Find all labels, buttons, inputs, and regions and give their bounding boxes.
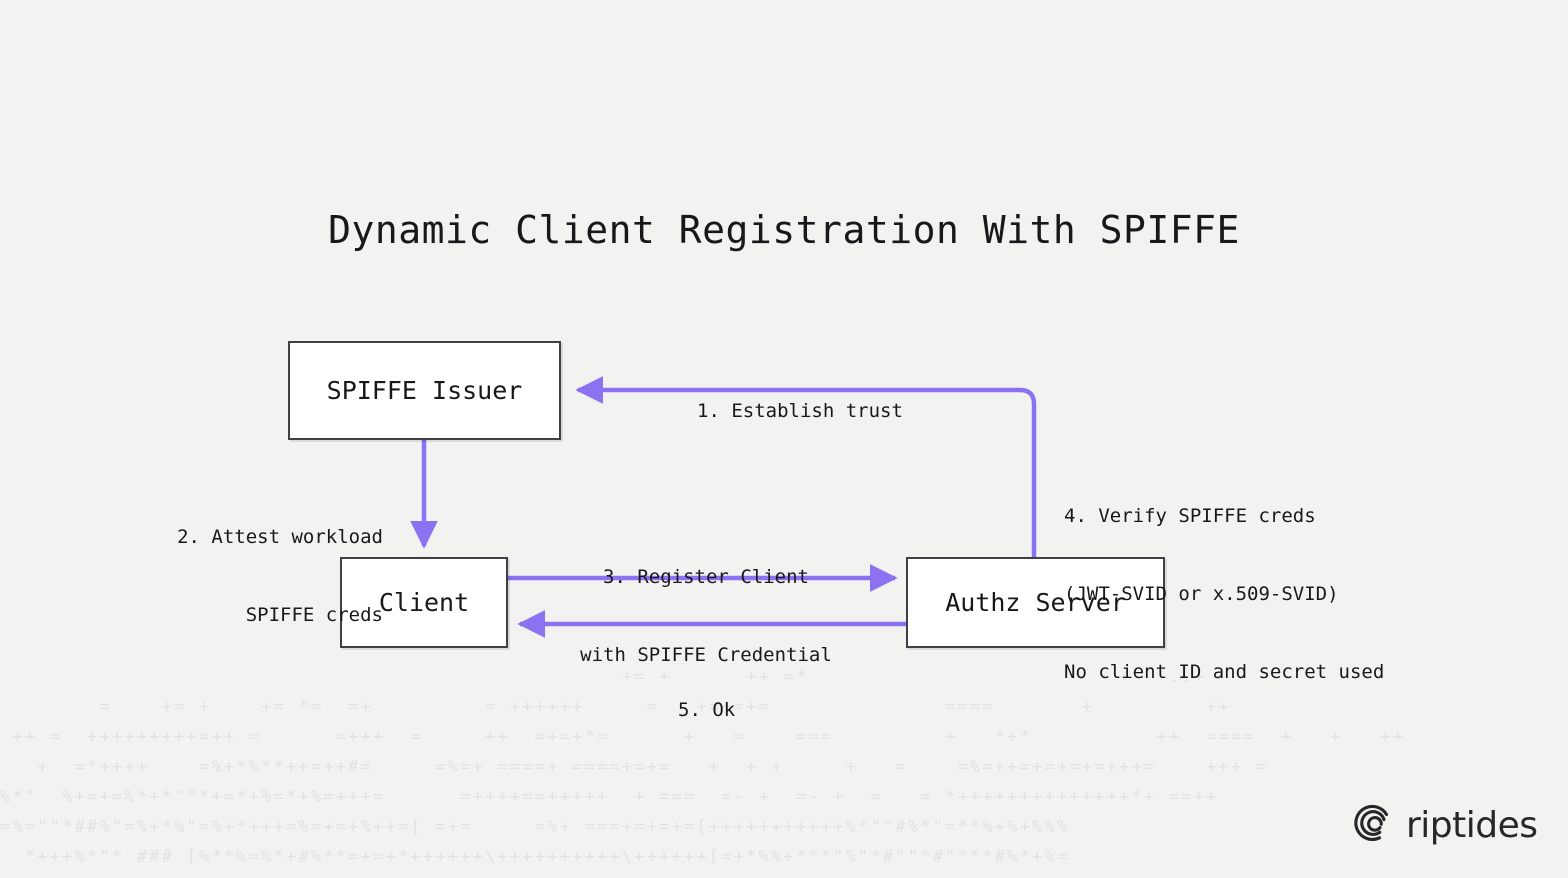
node-spiffe-issuer-label: SPIFFE Issuer: [326, 376, 523, 405]
node-spiffe-issuer[interactable]: SPIFFE Issuer: [288, 341, 561, 440]
edge-1-label: 1. Establish trust: [697, 346, 903, 476]
edge-4-label-line3: No client ID and secret used: [1064, 661, 1385, 683]
node-client[interactable]: Client: [340, 557, 508, 648]
page-title: Dynamic Client Registration With SPIFFE: [328, 208, 1240, 252]
node-authz-server-label: Authz Server: [945, 588, 1126, 617]
ascii-art-watermark: += + ++ =* + ..+ = += + += *= =+ = +++++…: [0, 667, 1406, 867]
riptides-spiral-icon: [1348, 800, 1394, 850]
edge-3-label-line2: with SPIFFE Credential: [580, 644, 832, 666]
edge-2-label-line2: SPIFFE creds: [245, 604, 383, 626]
brand-name: riptides: [1406, 804, 1538, 846]
edge-4-label: 4. Verify SPIFFE creds (JWT-SVID or x.50…: [1064, 451, 1384, 737]
brand-logo: riptides: [1348, 800, 1538, 850]
edge-5-label: 5. Ok: [678, 645, 735, 775]
edge-1-4-path: [575, 376, 1037, 557]
edge-1-label-line1: 1. Establish trust: [697, 400, 903, 422]
edge-3-label-line1: 3. Register Client: [603, 566, 809, 588]
edge-3-label: 3. Register Client with SPIFFE Credentia…: [570, 512, 842, 720]
edge-2-label-line1: 2. Attest workload: [177, 526, 383, 548]
edge-5-label-line1: 5. Ok: [678, 699, 736, 721]
edge-4-label-line1: 4. Verify SPIFFE creds: [1064, 505, 1316, 527]
node-authz-server[interactable]: Authz Server: [906, 557, 1165, 648]
edge-4-label-line2: (JWT-SVID or x.509-SVID): [1064, 583, 1339, 605]
edge-2-label: 2. Attest workload SPIFFE creds: [172, 472, 383, 680]
node-client-label: Client: [378, 588, 470, 617]
